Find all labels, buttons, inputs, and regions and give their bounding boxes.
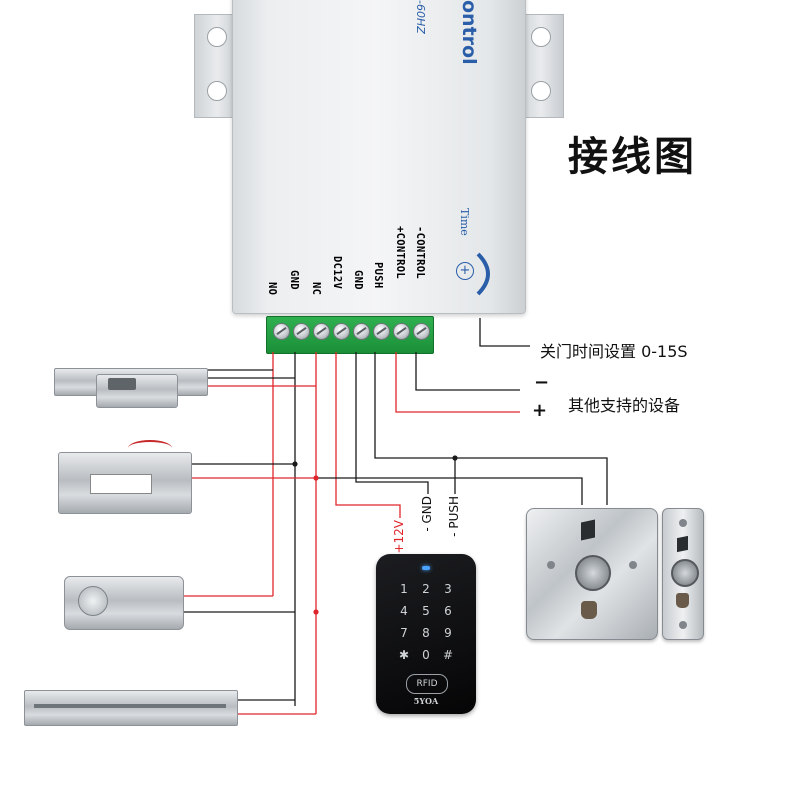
exit-button-screw [629,561,637,569]
terminal-screw [413,323,430,340]
exit-push-button [671,559,699,587]
time-knob-icon: + [456,262,474,280]
wire-push [374,352,608,505]
keypad-key: 2 [422,582,430,596]
terminal-label-nc: NC [310,282,322,296]
reader-wire-label-push: - PUSH [447,496,461,537]
exit-push-button [575,555,611,591]
reader-brand: 5YOA [413,696,439,706]
brand-label: ontrol [458,0,480,65]
exit-button-screw [679,519,687,527]
terminal-screw [333,323,350,340]
wire-time-pointer [479,318,530,347]
other-devices-note: 其他支持的设备 [568,396,681,415]
time-arc-icon [476,252,490,296]
keypad-key: 4 [400,604,408,618]
terminal-screw [353,323,370,340]
rim-lock-cylinder [78,586,108,616]
wire-gnd-reader [355,352,429,494]
time-label: Time [458,208,471,236]
keypad-key: 9 [444,626,452,640]
terminal-label-minus-control: -CONTROL [414,226,426,279]
minus-sign: − [534,372,550,393]
keypad-key: 7 [400,626,408,640]
keypad-key: 8 [422,626,430,640]
terminal-label-gnd: GND [288,270,300,290]
terminal-label-plus-control: +CONTROL [394,226,406,279]
wire-push-return [318,477,583,505]
plus-sign: + [532,400,548,421]
terminal-screw [273,323,290,340]
keypad-key: 6 [444,604,452,618]
exit-button-screw [547,561,555,569]
magnetic-lock [24,690,238,726]
wire-dc12v [335,352,401,518]
hand-icon [581,601,597,619]
rfid-zone: RFID [406,674,448,694]
keypad-key: # [442,648,454,662]
frequency-label: -60HZ [414,0,427,34]
keypad-key: 0 [422,648,430,662]
diagram-title: 接线图 [568,134,697,180]
keypad-key: 1 [400,582,408,596]
terminal-screw [373,323,390,340]
terminal-label-gnd-2: GND [352,270,364,290]
bolt-lock-label [90,474,152,494]
terminal-label-dc12v: DC12V [331,256,343,290]
keypad-key: ✱ [398,648,410,662]
hand-icon [676,593,689,608]
terminal-screw [313,323,330,340]
rfid-label: RFID [416,679,438,689]
terminal-screw [393,323,410,340]
time-setting-note: 关门时间设置 0-15S [540,342,688,361]
exit-button-screw [679,621,687,629]
terminal-block [266,316,434,354]
door-icon [677,535,688,553]
wire-plus-control [395,352,520,413]
terminal-label-no: NO [266,282,278,296]
bolt-lock-cable [128,440,172,456]
strike-lock-latch [108,378,136,390]
door-icon [581,519,595,541]
terminal-label-push: PUSH [372,262,384,289]
keypad-key: 5 [422,604,430,618]
access-control-power-supply [232,0,526,314]
magnetic-lock-slot [34,704,226,708]
keypad-key: 3 [444,582,452,596]
rfid-keypad-reader: 1 2 3 4 5 6 7 8 9 ✱ 0 # RFID 5YOA [376,554,476,714]
exit-button-square [526,508,658,640]
wire-minus-control [415,352,520,391]
terminal-screw [293,323,310,340]
exit-button-narrow [662,508,704,640]
reader-wire-label-gnd: - GND [420,496,434,532]
reader-indicator-light [422,566,430,570]
reader-wire-label-12v: +12V [392,520,406,554]
